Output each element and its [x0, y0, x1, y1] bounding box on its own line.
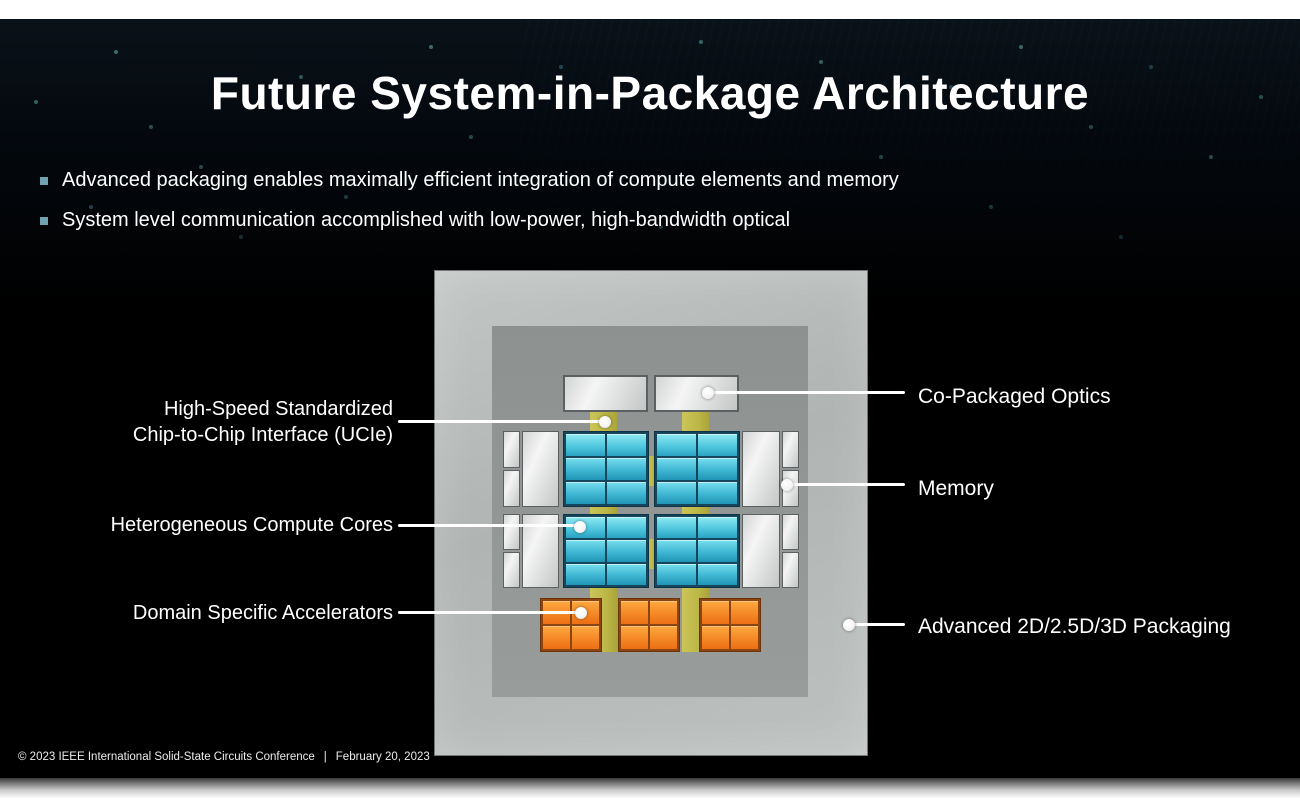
- compute-row-1: [435, 431, 867, 507]
- accelerator-tile: [731, 601, 758, 624]
- core-tile: [607, 540, 646, 562]
- memory-stack: [782, 431, 799, 507]
- label-co-packaged-optics: Co-Packaged Optics: [918, 385, 1111, 408]
- core-tile: [566, 458, 605, 480]
- compute-die: [563, 431, 649, 507]
- memory-tile: [782, 514, 799, 550]
- accelerator-tile: [650, 626, 677, 649]
- accelerator-tile: [702, 626, 729, 649]
- core-tile: [607, 517, 646, 539]
- accelerator-tile: [650, 601, 677, 624]
- core-tile: [698, 563, 737, 585]
- core-tile: [607, 434, 646, 456]
- callout-dot-memory: [781, 479, 793, 491]
- accelerator-tile: [572, 626, 599, 649]
- core-tile: [657, 540, 696, 562]
- accelerator-die: [699, 598, 761, 652]
- footer: © 2023 IEEE International Solid-State Ci…: [18, 751, 430, 763]
- callout-line-ucie: [398, 420, 602, 423]
- memory-tile: [503, 514, 520, 550]
- core-tile: [607, 458, 646, 480]
- callout-dot-optics: [702, 387, 714, 399]
- compute-die: [654, 514, 740, 588]
- footer-copyright: © 2023 IEEE International Solid-State Ci…: [18, 751, 315, 763]
- callout-line-memory: [791, 483, 905, 486]
- accelerator-tile: [702, 601, 729, 624]
- label-advanced-packaging: Advanced 2D/2.5D/3D Packaging: [918, 615, 1231, 638]
- core-tile: [657, 517, 696, 539]
- bullet-marker-icon: [40, 176, 48, 185]
- optics-die-1: [563, 375, 648, 412]
- bullet-marker-icon: [40, 216, 48, 225]
- memory-stack: [503, 514, 520, 588]
- accelerator-die: [618, 598, 680, 652]
- callout-dot-compute-cores: [574, 521, 586, 533]
- memory-tile: [782, 552, 799, 588]
- core-tile: [698, 540, 737, 562]
- label-line: High-Speed Standardized: [163, 398, 393, 420]
- core-tile: [657, 458, 696, 480]
- callout-line-accelerators: [398, 611, 578, 614]
- memory-tile: [503, 552, 520, 588]
- bottom-margin-strip: [0, 778, 1300, 798]
- callout-dot-ucie: [599, 416, 611, 428]
- accelerator-tile: [731, 626, 758, 649]
- memory-tile: [782, 431, 799, 468]
- compute-die: [654, 431, 740, 507]
- callout-line-compute-cores: [398, 524, 577, 527]
- memory-tile: [522, 431, 559, 507]
- bullet-item: System level communication accomplished …: [40, 209, 790, 232]
- memory-tile: [742, 514, 780, 588]
- core-tile: [657, 434, 696, 456]
- callout-dot-packaging: [843, 619, 855, 631]
- slide-title: Future System-in-Package Architecture: [210, 67, 1090, 119]
- core-tile: [698, 482, 737, 504]
- core-tile: [607, 563, 646, 585]
- core-tile: [566, 434, 605, 456]
- core-tile: [657, 482, 696, 504]
- core-tile: [698, 434, 737, 456]
- core-tile: [607, 482, 646, 504]
- memory-stack: [503, 431, 520, 507]
- top-margin-strip: [0, 0, 1300, 19]
- core-tile: [566, 482, 605, 504]
- footer-date: February 20, 2023: [335, 751, 430, 763]
- memory-tile: [503, 470, 520, 507]
- accelerator-tile: [543, 626, 570, 649]
- core-tile: [566, 563, 605, 585]
- label-accelerators: Domain Specific Accelerators: [132, 602, 393, 624]
- accelerator-tile: [621, 601, 648, 624]
- accelerator-die: [540, 598, 602, 652]
- footer-separator: |: [323, 751, 327, 763]
- label-line: Chip-to-Chip Interface (UCIe): [132, 424, 393, 446]
- callout-line-packaging: [853, 623, 905, 626]
- callout-dot-accelerators: [575, 607, 587, 619]
- memory-stack: [782, 514, 799, 588]
- label-ucie-interface: High-Speed Standardized Chip-to-Chip Int…: [0, 396, 393, 448]
- bullet-text: System level communication accomplished …: [62, 209, 791, 231]
- core-tile: [698, 458, 737, 480]
- label-compute-cores: Heterogeneous Compute Cores: [110, 514, 393, 536]
- core-tile: [698, 517, 737, 539]
- label-memory: Memory: [918, 477, 994, 500]
- core-tile: [657, 563, 696, 585]
- package-outer: [434, 270, 868, 756]
- memory-tile: [742, 431, 780, 507]
- accelerator-tile: [621, 626, 648, 649]
- bullet-item: Advanced packaging enables maximally eff…: [40, 169, 899, 192]
- callout-line-optics: [712, 391, 905, 394]
- wave-streaks-texture: [520, 19, 1300, 249]
- core-tile: [566, 540, 605, 562]
- particle-dots-texture: [0, 25, 2, 27]
- bullet-text: Advanced packaging enables maximally eff…: [62, 169, 899, 191]
- memory-tile: [503, 431, 520, 468]
